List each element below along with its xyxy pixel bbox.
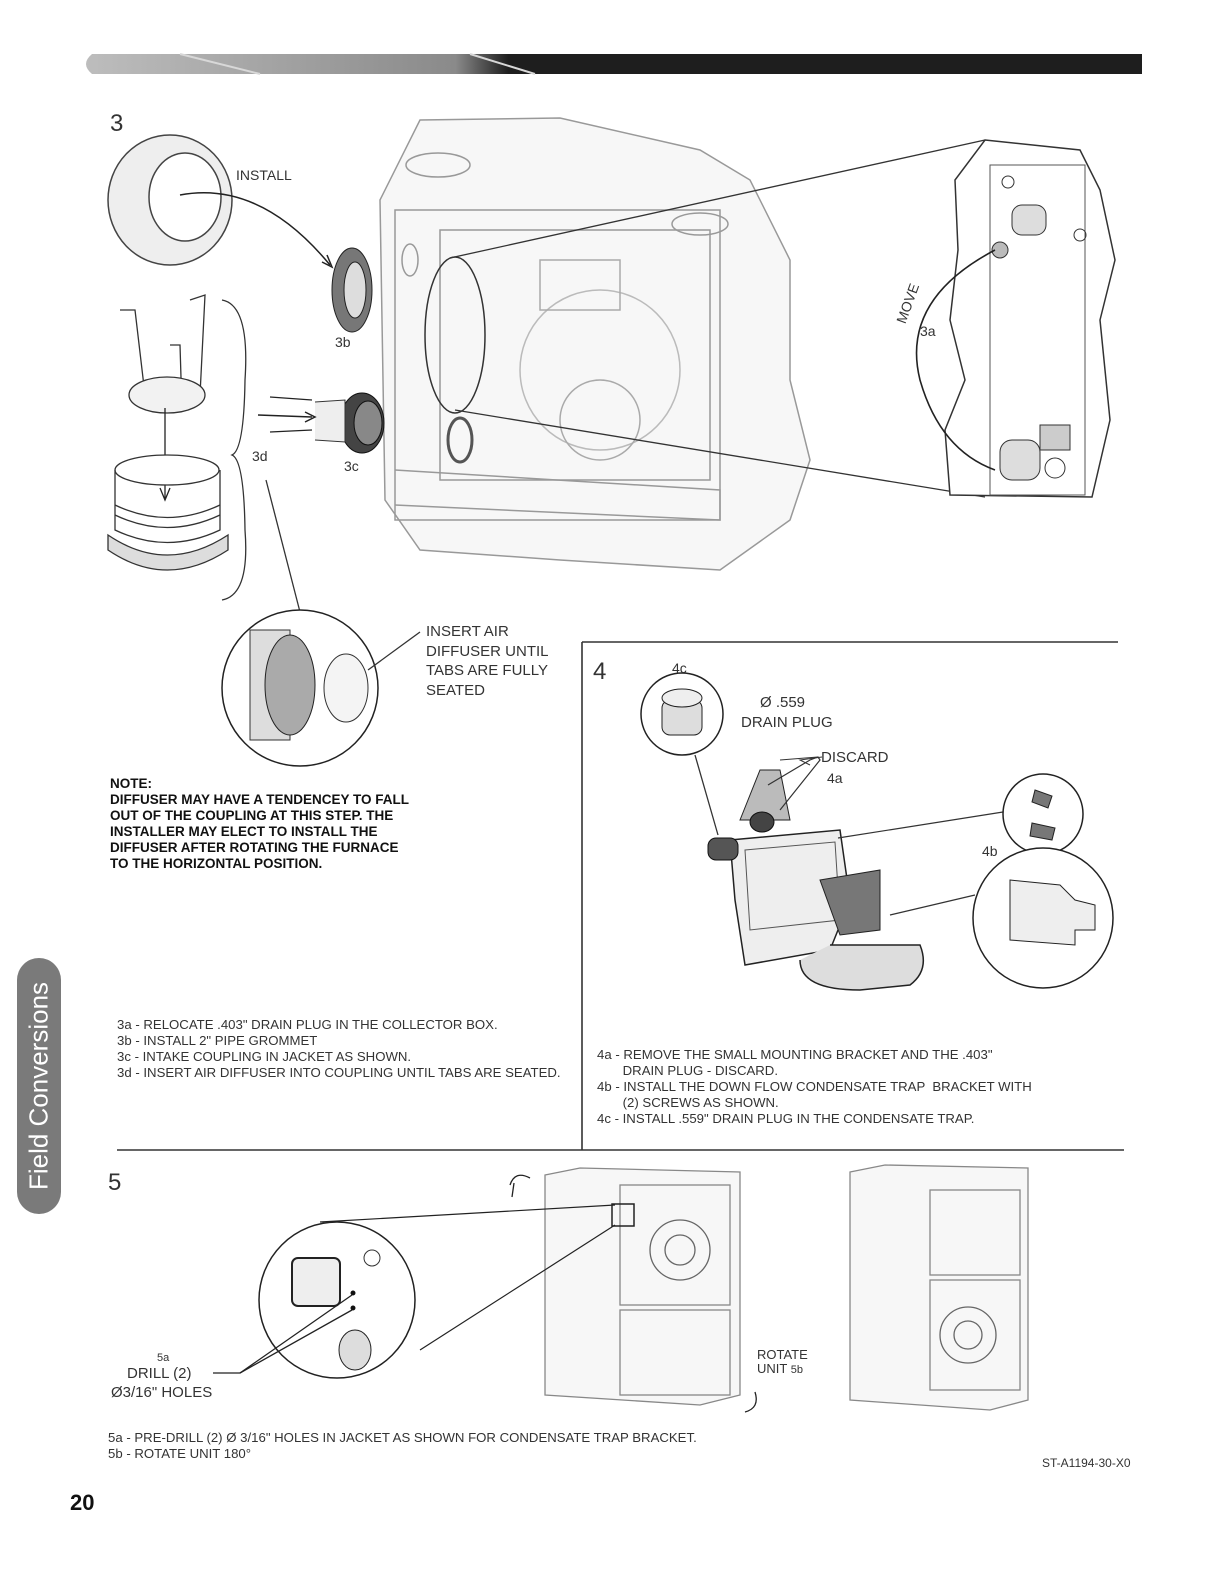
- furnace-cutaway-drawing: [379, 117, 811, 571]
- coupling-3c: [257, 392, 385, 454]
- instruction-item: 3b - INSTALL 2" PIPE GROMMET: [117, 1033, 318, 1048]
- condensate-trap-drawing: [640, 672, 1114, 991]
- label-drain-plug: DRAIN PLUG: [741, 714, 833, 731]
- step-4-number: 4: [593, 658, 607, 685]
- insert-note-line: SEATED: [426, 681, 485, 699]
- label-diameter: Ø .559: [760, 694, 806, 711]
- instruction-item: 3d - INSERT AIR DIFFUSER INTO COUPLING U…: [117, 1065, 561, 1080]
- instruction-item: 4a - REMOVE THE SMALL MOUNTING BRACKET A…: [597, 1047, 993, 1062]
- section-tab-label: Field Conversions: [23, 981, 54, 1191]
- step4-instructions: 4a - REMOVE THE SMALL MOUNTING BRACKET A…: [597, 1047, 1032, 1127]
- label-rotate-unit: UNIT 5b: [757, 1361, 803, 1376]
- label-4b: 4b: [982, 843, 998, 859]
- document-code: ST-A1194-30-X0: [1042, 1456, 1131, 1470]
- instruction-item: 5a - PRE-DRILL (2) Ø 3/16" HOLES IN JACK…: [108, 1430, 697, 1445]
- insert-note-line: INSERT AIR: [426, 623, 509, 640]
- label-3d: 3d: [252, 448, 268, 464]
- installed-grommet: [331, 247, 373, 333]
- label-rotate: ROTATE: [757, 1347, 808, 1362]
- instruction-item: 5b - ROTATE UNIT 180°: [108, 1446, 252, 1461]
- label-4a: 4a: [827, 770, 843, 786]
- label-drill: DRILL (2): [127, 1365, 192, 1382]
- step4-frame: [117, 641, 1124, 1151]
- note-line: DIFFUSER AFTER ROTATING THE FURNACE: [110, 840, 399, 855]
- note-line: OUT OF THE COUPLING AT THIS STEP. THE: [110, 808, 394, 823]
- label-5a: 5a: [157, 1352, 170, 1364]
- insert-diffuser-callout: [221, 479, 421, 767]
- grommet-drawing: [107, 134, 334, 269]
- step5-unit-drawings: [509, 1164, 1029, 1413]
- insert-diffuser-note: INSERT AIR DIFFUSER UNTIL TABS ARE FULLY…: [426, 622, 549, 700]
- label-discard: DISCARD: [821, 749, 889, 766]
- note-line: INSTALLER MAY ELECT TO INSTALL THE: [110, 824, 378, 839]
- note-title: NOTE:: [110, 776, 152, 791]
- header-bar: [86, 53, 1142, 75]
- label-unit: UNIT: [757, 1361, 788, 1376]
- label-3c: 3c: [344, 458, 359, 474]
- zoom-lines-3a: [449, 139, 986, 498]
- step5-instructions: 5a - PRE-DRILL (2) Ø 3/16" HOLES IN JACK…: [108, 1430, 697, 1462]
- insert-note-line: DIFFUSER UNTIL: [426, 642, 549, 660]
- drill-callout: [213, 1204, 616, 1379]
- instruction-item: DRAIN PLUG - DISCARD.: [597, 1063, 778, 1078]
- label-install: INSTALL: [236, 167, 292, 183]
- instruction-item: 4b - INSTALL THE DOWN FLOW CONDENSATE TR…: [597, 1079, 1032, 1094]
- instruction-item: 4c - INSTALL .559" DRAIN PLUG IN THE CON…: [597, 1111, 975, 1126]
- label-5b: 5b: [790, 1364, 803, 1376]
- note-block: NOTE: DIFFUSER MAY HAVE A TENDENCEY TO F…: [110, 776, 409, 872]
- label-3a: 3a: [920, 323, 936, 339]
- step-5-number: 5: [108, 1169, 122, 1196]
- label-3b: 3b: [335, 334, 351, 350]
- label-4c: 4c: [672, 660, 687, 676]
- label-holes: Ø3/16" HOLES: [111, 1384, 213, 1401]
- insert-note-line: TABS ARE FULLY: [426, 662, 548, 679]
- step-3-number: 3: [110, 110, 124, 137]
- page-number: 20: [70, 1490, 95, 1515]
- note-line: DIFFUSER MAY HAVE A TENDENCEY TO FALL: [110, 792, 410, 807]
- instruction-item: 3a - RELOCATE .403" DRAIN PLUG IN THE CO…: [117, 1017, 498, 1032]
- diffuser-assembly: [107, 294, 247, 601]
- step3-instructions: 3a - RELOCATE .403" DRAIN PLUG IN THE CO…: [117, 1017, 561, 1081]
- instruction-item: (2) SCREWS AS SHOWN.: [597, 1095, 779, 1110]
- instruction-item: 3c - INTAKE COUPLING IN JACKET AS SHOWN.: [117, 1049, 412, 1064]
- section-tab: Field Conversions: [17, 958, 61, 1214]
- callout-3a-panel: [915, 139, 1116, 498]
- note-line: TO THE HORIZONTAL POSITION.: [110, 856, 323, 871]
